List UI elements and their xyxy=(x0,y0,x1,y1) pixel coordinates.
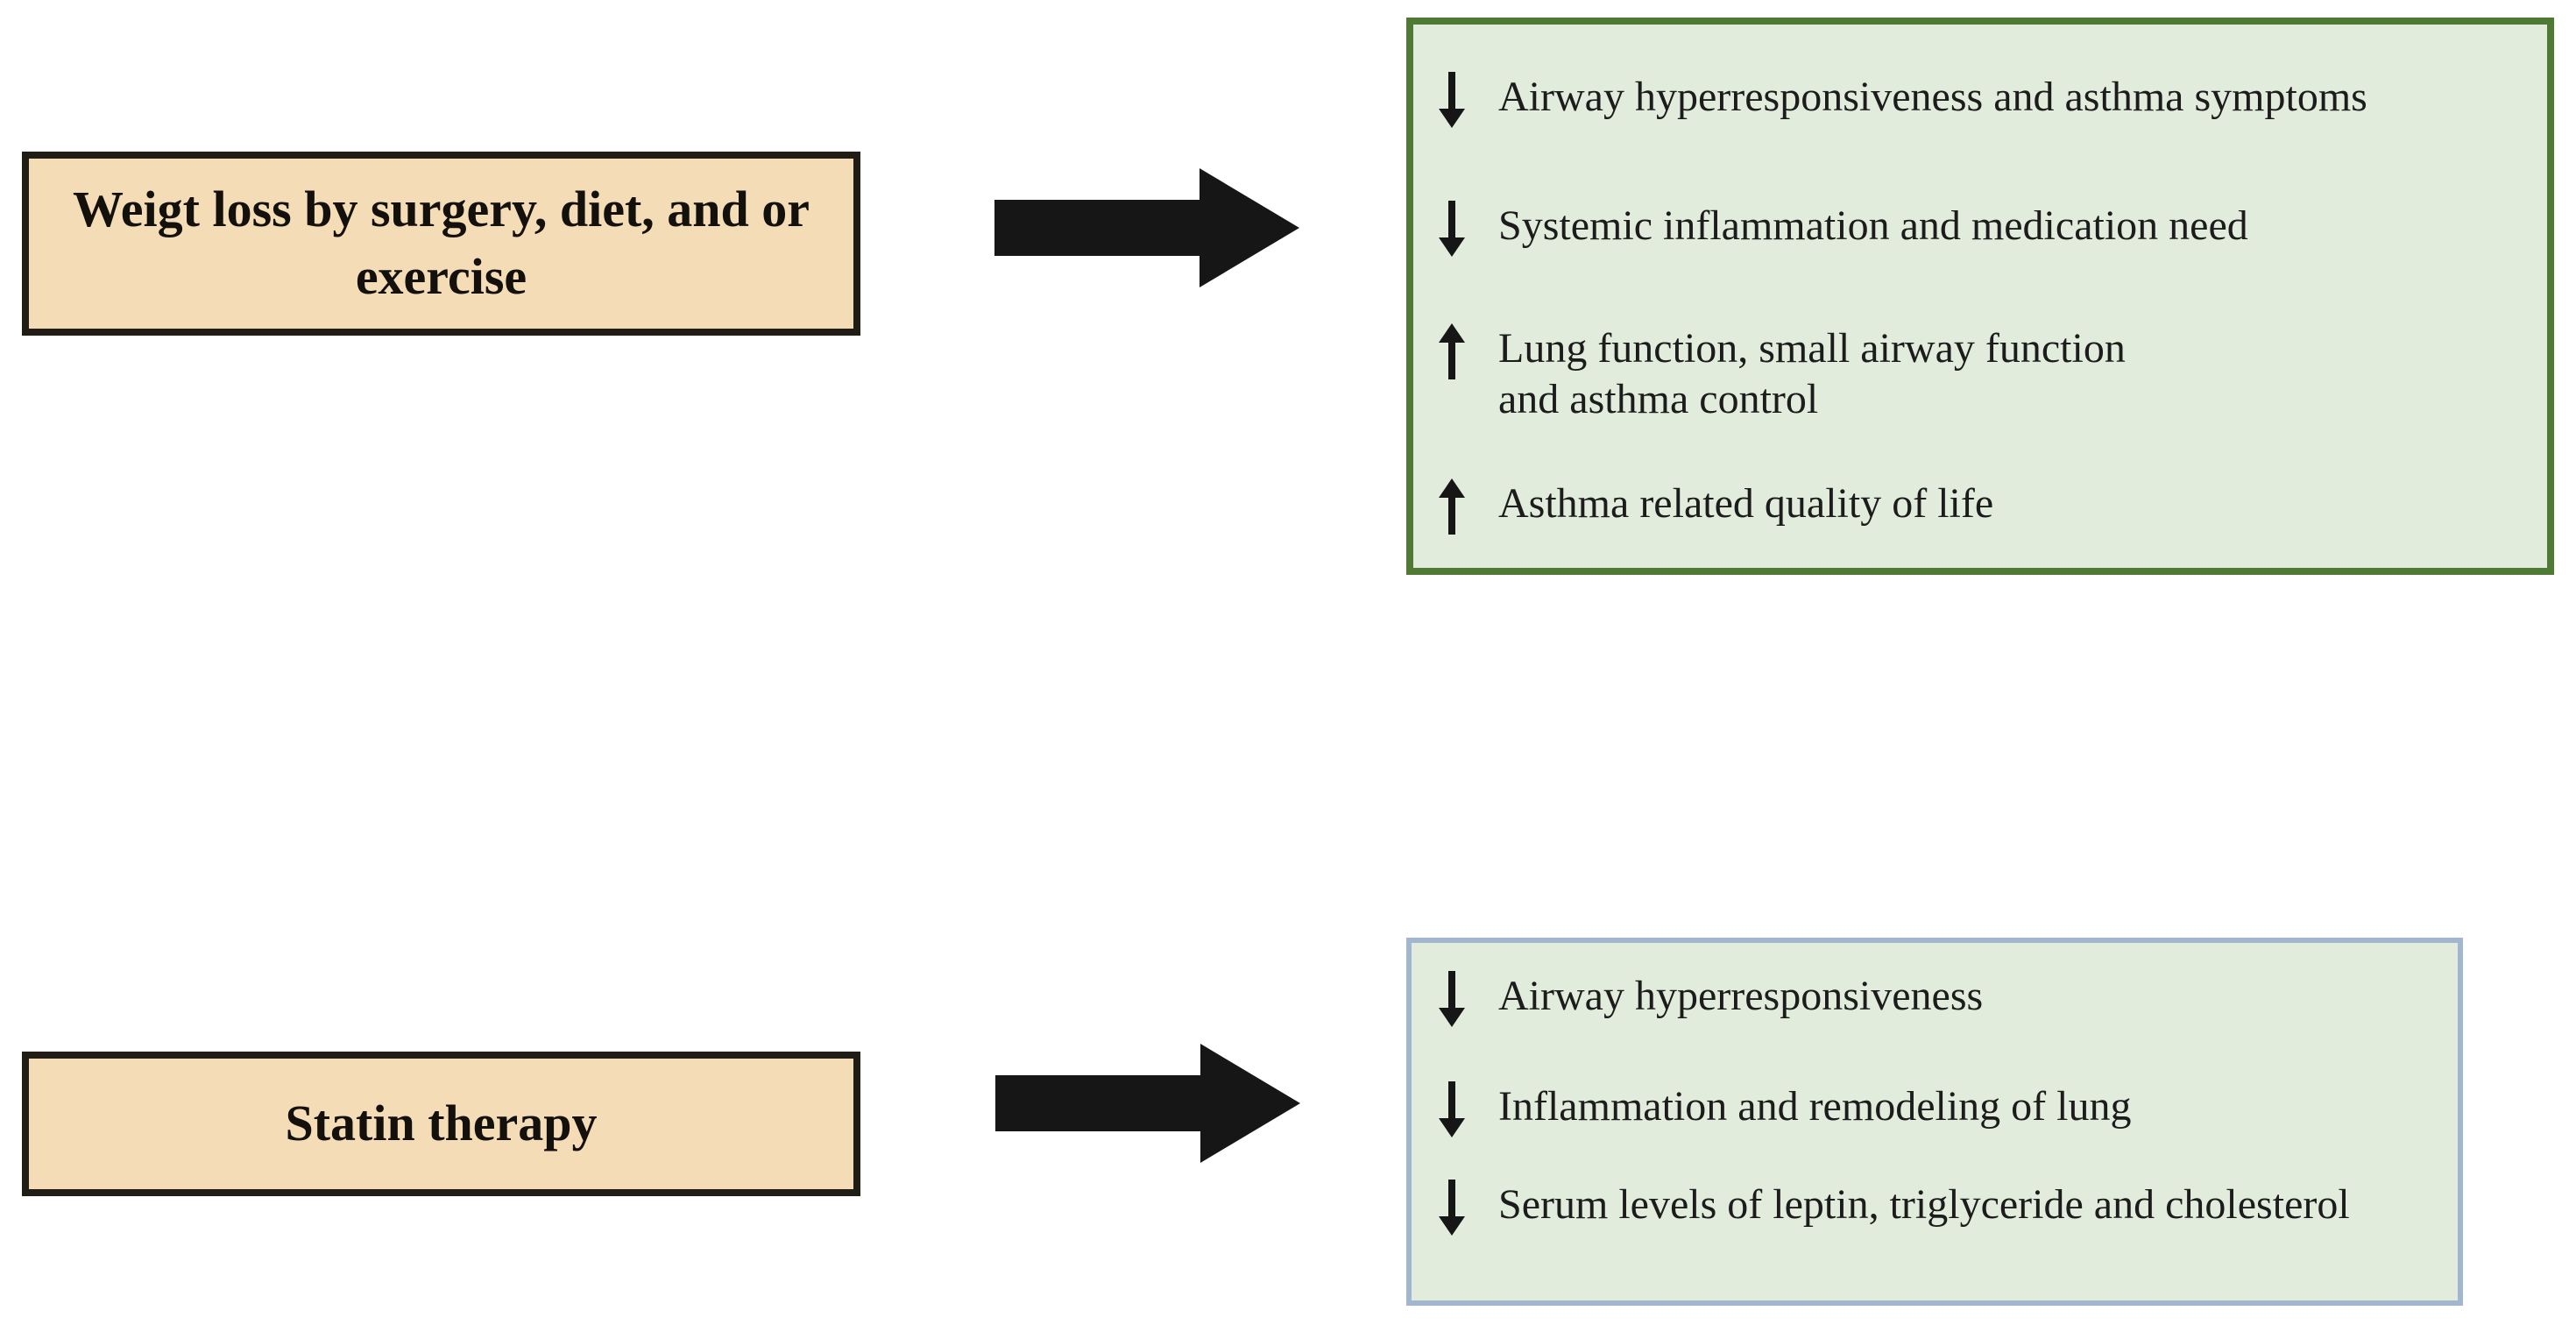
effects-box-weight-loss: Airway hyperresponsiveness and asthma sy… xyxy=(1406,18,2554,575)
down-arrow-icon xyxy=(1439,971,1465,1027)
effect-item-label: Airway hyperresponsiveness xyxy=(1498,973,1984,1019)
effect-item-label: Lung function, small airway function and… xyxy=(1498,325,2126,422)
effect-item: Systemic inflammation and medication nee… xyxy=(1439,201,2248,257)
flow-arrow-icon xyxy=(995,1042,1302,1165)
cause-box-weight-loss: Weigt loss by surgery, diet, and or exer… xyxy=(22,152,860,336)
effect-item: Lung function, small airway function and… xyxy=(1439,323,2126,424)
flow-arrow-icon xyxy=(994,166,1301,289)
effects-box-statin-therapy: Airway hyperresponsiveness Inflammation … xyxy=(1406,938,2463,1306)
effect-item: Inflammation and remodeling of lung xyxy=(1439,1081,2131,1137)
effect-item-label: Serum levels of leptin, triglyceride and… xyxy=(1498,1181,2350,1228)
effect-item: Airway hyperresponsiveness xyxy=(1439,971,1983,1027)
down-arrow-icon xyxy=(1439,1081,1465,1137)
cause-box-statin-therapy: Statin therapy xyxy=(22,1052,860,1196)
effect-item-label: Systemic inflammation and medication nee… xyxy=(1498,202,2248,249)
down-arrow-icon xyxy=(1439,72,1465,128)
down-arrow-icon xyxy=(1439,1180,1465,1236)
effect-item: Serum levels of leptin, triglyceride and… xyxy=(1439,1180,2350,1236)
effect-item: Asthma related quality of life xyxy=(1439,478,1993,535)
effect-item-label: Airway hyperresponsiveness and asthma sy… xyxy=(1498,74,2367,120)
effect-item: Airway hyperresponsiveness and asthma sy… xyxy=(1439,72,2367,128)
up-arrow-icon xyxy=(1439,478,1465,535)
effect-item-label: Inflammation and remodeling of lung xyxy=(1498,1083,2132,1130)
effect-item-label: Asthma related quality of life xyxy=(1498,480,1994,527)
up-arrow-icon xyxy=(1439,323,1465,379)
down-arrow-icon xyxy=(1439,201,1465,257)
cause-box-statin-therapy-label: Statin therapy xyxy=(285,1095,598,1152)
cause-box-weight-loss-label: Weigt loss by surgery, diet, and or exer… xyxy=(72,181,810,305)
